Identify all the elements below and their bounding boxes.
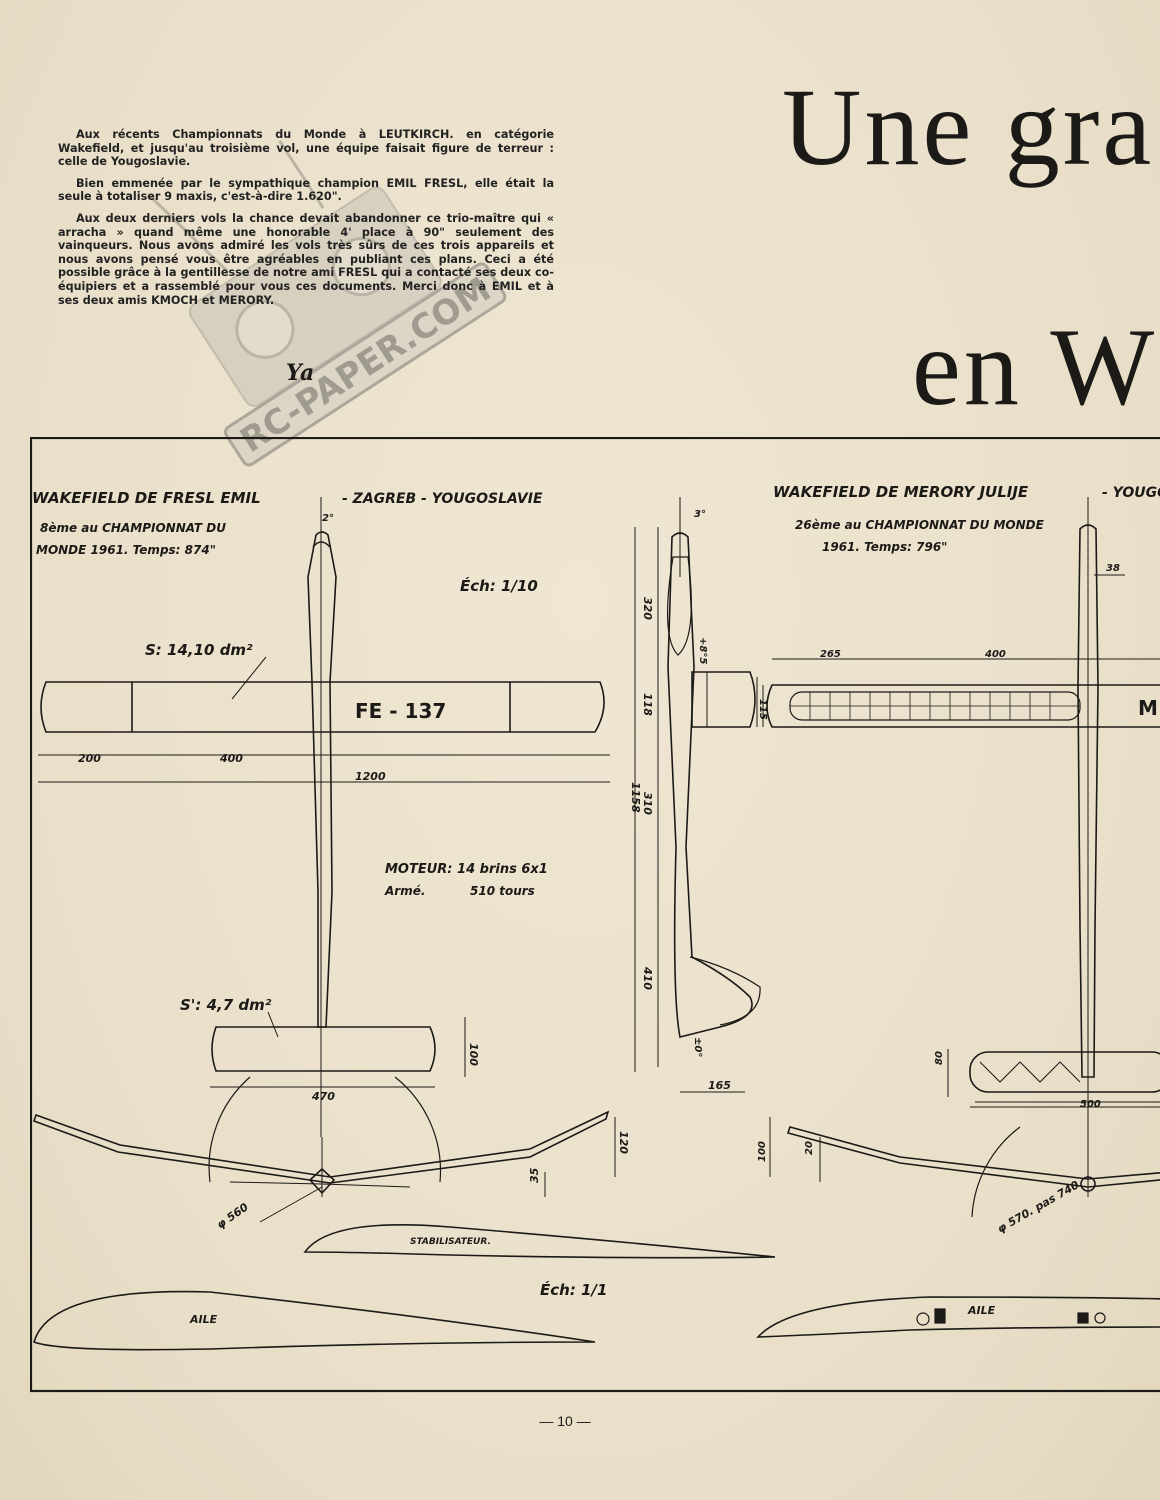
plan1-prop-diameter: φ 560	[214, 1200, 251, 1231]
plan1-wing-top-view	[40, 681, 605, 733]
plan2-title: WAKEFIELD DE MERORY JULIJE	[773, 483, 1029, 501]
plan1-stab-label: STABILISATEUR.	[410, 1237, 491, 1247]
plan1-profile-scale: Éch: 1/1	[540, 1280, 607, 1299]
plan1-motor: MOTEUR: 14 brins 6x1	[385, 862, 548, 877]
plan1-rank-time: MONDE 1961. Temps: 874"	[36, 543, 216, 557]
plan2-dim-265: 265	[820, 649, 841, 660]
plan2-tailplane	[969, 1051, 1160, 1108]
plan2-location: - YOUGO	[1102, 485, 1160, 501]
plan1-dim-35: 35	[528, 1167, 541, 1183]
plan2-wing-label: AILE	[967, 1304, 996, 1317]
plan1-tailplane	[211, 1026, 436, 1072]
plan1-dim-1158: 1158	[629, 782, 642, 813]
plan1-dim-320: 320	[641, 597, 654, 620]
plan2-wing-profile	[756, 1296, 1160, 1338]
plan1-dim-200: 200	[78, 752, 101, 765]
plan2-rank: 26ème au CHAMPIONNAT DU MONDE	[795, 518, 1045, 532]
plan1-dim-400: 400	[219, 752, 243, 765]
plan2-dim-20: 20	[804, 1141, 815, 1155]
plan1-dim-118: 118	[641, 693, 654, 716]
plan1-rank: 8ème au CHAMPIONNAT DU	[40, 521, 226, 535]
plan1-dim-115: 115	[757, 699, 768, 720]
plan1-wing-area: S: 14,10 dm²	[145, 641, 253, 659]
plan1-dim-470: 470	[311, 1090, 335, 1103]
plan2-dim-400: 400	[984, 649, 1006, 660]
intro-paragraph-1: Aux récents Championnats du Monde à LEUT…	[58, 128, 554, 169]
plan1-location: - ZAGREB - YOUGOSLAVIE	[342, 491, 543, 507]
plan2-dim-80: 80	[934, 1051, 945, 1065]
plan1-scale: Éch: 1/10	[460, 576, 538, 595]
plan1-title: WAKEFIELD DE FRESL EMIL	[32, 489, 261, 507]
plan2-registration: M	[1138, 696, 1158, 720]
plan1-tail-area: S': 4,7 dm²	[180, 996, 272, 1014]
headline-line-2: en W	[912, 306, 1158, 428]
plan1-registration: FE - 137	[355, 699, 446, 723]
plan1-wing-label: AILE	[189, 1313, 218, 1326]
intro-text: Aux récents Championnats du Monde à LEUT…	[58, 128, 554, 315]
plan2-dim-38: 38	[1106, 563, 1120, 574]
technical-drawing: WAKEFIELD DE FRESL EMIL - ZAGREB - YOUGO…	[30, 437, 1160, 1393]
plan2-dim-500: 500	[1080, 1099, 1101, 1110]
plan1-angle-0: ±0°	[692, 1037, 703, 1057]
plan1-dim-100: 100	[467, 1043, 480, 1066]
page-number: — 10 —	[539, 1413, 591, 1429]
plan1-dim-165: 165	[708, 1079, 731, 1092]
plan1-stab-profile	[303, 1223, 776, 1259]
intro-paragraph-3: Aux deux derniers vols la chance devait …	[58, 211, 554, 307]
headline-line-1: Une gra	[782, 66, 1155, 188]
plan2-dim-100: 100	[757, 1141, 768, 1162]
plan1-front-view	[32, 1076, 610, 1223]
plan1-dim-1200: 1200	[355, 770, 386, 783]
plan1-fuselage-top-view	[307, 497, 337, 1137]
author-signature: Ya	[286, 360, 315, 386]
plan2-rank-time: 1961. Temps: 796"	[822, 540, 947, 554]
plan2-wing-top-view	[766, 684, 1160, 728]
intro-paragraph-2: Bien emmenée par le sympathique champion…	[58, 176, 554, 204]
plan1-dim-410: 410	[641, 966, 654, 990]
plan1-angle-2: 2°	[322, 513, 334, 524]
plan1-turns-prefix: Armé.	[384, 884, 425, 898]
plan1-turns: 510 tours	[470, 884, 535, 898]
drawing-frame	[30, 437, 1160, 1393]
plan2-prop: φ 570. pas 740	[995, 1178, 1082, 1235]
plan1-dim-310: 310	[641, 792, 654, 815]
plan1-side-view	[634, 497, 761, 1093]
plan1-angle-3: 3°	[694, 509, 706, 520]
plan2-front-view	[769, 1117, 1160, 1218]
plan2-profile-marks	[916, 1308, 1106, 1326]
plan1-dim-120: 120	[617, 1131, 630, 1154]
plan1-angle-8-5: +8°5	[697, 637, 708, 664]
plan1-wing-profile	[33, 1290, 596, 1351]
